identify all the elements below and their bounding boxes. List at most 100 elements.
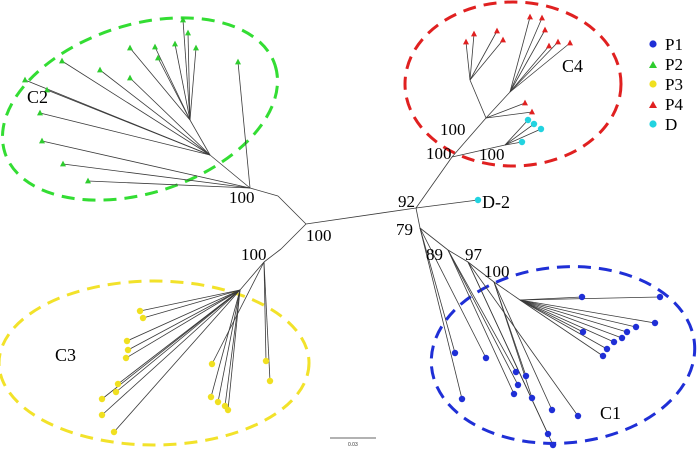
branch-3: [249, 187, 279, 197]
branch-61: [504, 123, 535, 146]
tip-p2-3: [235, 58, 241, 65]
tip-p2-10: [127, 44, 133, 51]
branch-25: [263, 261, 267, 362]
branch-43: [415, 156, 453, 209]
branch-54: [465, 41, 471, 81]
tip-p2-13: [172, 40, 178, 47]
branch-59: [485, 111, 533, 119]
branch-29: [142, 289, 241, 319]
tip-p3-23: [124, 346, 132, 354]
tip-p1-54: [512, 368, 520, 376]
branch-51: [509, 45, 550, 93]
legend-marker-p3: [649, 80, 657, 88]
tip-p2-7: [97, 66, 103, 73]
branch-4: [209, 154, 251, 189]
tip-p1-71: [599, 352, 607, 360]
tip-p4-37: [542, 26, 548, 33]
branch-18: [157, 57, 191, 121]
legend-label-d: D: [665, 115, 677, 134]
branch-22: [189, 47, 197, 121]
branch-69: [419, 227, 456, 354]
branch-65: [419, 227, 449, 251]
tip-markers: [22, 13, 664, 449]
branch-83: [519, 299, 656, 324]
tip-p1-53: [482, 354, 490, 362]
branch-10: [39, 112, 211, 156]
branch-36: [101, 289, 241, 416]
branch-7: [62, 163, 251, 189]
clade-ring-c4: [403, 0, 623, 168]
branch-64: [415, 207, 421, 229]
tip-p2-0: [85, 177, 91, 184]
tip-p2-9: [59, 57, 65, 64]
branch-60: [504, 119, 529, 146]
tip-p1-51: [451, 349, 459, 357]
branch-12: [24, 79, 211, 156]
branch-82: [519, 296, 661, 301]
branch-44: [451, 117, 487, 158]
taxon-label-d2: D-2: [482, 192, 510, 212]
tip-p2-16: [193, 44, 199, 51]
branch-87: [519, 299, 615, 343]
tip-d-50: [518, 138, 526, 146]
branch-80: [493, 281, 553, 411]
tip-p1-66: [632, 323, 640, 331]
branch-88: [519, 299, 608, 350]
tip-p2-12: [155, 54, 161, 61]
tip-p1-61: [528, 394, 536, 402]
branch-74: [447, 249, 515, 395]
branch-41: [227, 289, 241, 411]
tip-p3-18: [266, 377, 274, 385]
tip-d-47: [524, 116, 532, 124]
branch-28: [139, 289, 241, 312]
branch-21: [187, 32, 191, 121]
tip-p4-46: [529, 108, 535, 115]
branch-77: [467, 261, 579, 417]
legend-marker-d: [649, 120, 657, 128]
tip-p4-43: [494, 27, 500, 34]
branch-34: [115, 289, 241, 393]
support-c2-root: 100: [229, 188, 255, 207]
tip-p1-52: [458, 395, 466, 403]
branch-53: [509, 42, 571, 93]
tip-p1-57: [549, 441, 557, 449]
tip-p3-33: [224, 406, 232, 414]
branch-47: [451, 144, 506, 158]
branches: [24, 16, 661, 446]
tip-p3-24: [122, 354, 130, 362]
legend-item-p2: P2: [649, 55, 683, 74]
support-92: 92: [398, 192, 415, 211]
tip-p1-67: [623, 328, 631, 336]
branch-0: [305, 207, 417, 225]
branch-30: [126, 289, 241, 342]
tip-p2-11: [152, 43, 158, 50]
scale-bar-label: 0.03: [348, 442, 358, 448]
branch-68: [493, 281, 521, 301]
tip-p3-22: [123, 337, 131, 345]
tip-p1-58: [544, 430, 552, 438]
legend-item-p4: P4: [649, 95, 683, 114]
branch-76: [467, 261, 549, 435]
branch-39: [217, 289, 241, 403]
tip-p3-21: [139, 314, 147, 322]
branch-15: [61, 60, 211, 156]
tip-p3-25: [114, 380, 122, 388]
branch-35: [101, 289, 241, 400]
tip-p3-26: [112, 388, 120, 396]
branch-70: [419, 227, 463, 400]
tip-p3-27: [98, 395, 106, 403]
clade-ring-c2: [0, 16, 280, 202]
tip-p1-63: [578, 293, 586, 301]
branch-14: [129, 77, 211, 156]
legend-marker-p2: [649, 61, 657, 68]
branch-6: [87, 180, 251, 189]
branch-20: [182, 19, 191, 121]
tip-p1-68: [618, 334, 626, 342]
branch-1: [277, 195, 307, 225]
tip-p4-44: [500, 36, 506, 43]
tip-p4-40: [567, 39, 573, 46]
tip-p3-19: [208, 360, 216, 368]
support-79: 79: [396, 220, 413, 239]
branch-50: [509, 29, 546, 93]
clade-label-c2: C2: [27, 87, 48, 107]
